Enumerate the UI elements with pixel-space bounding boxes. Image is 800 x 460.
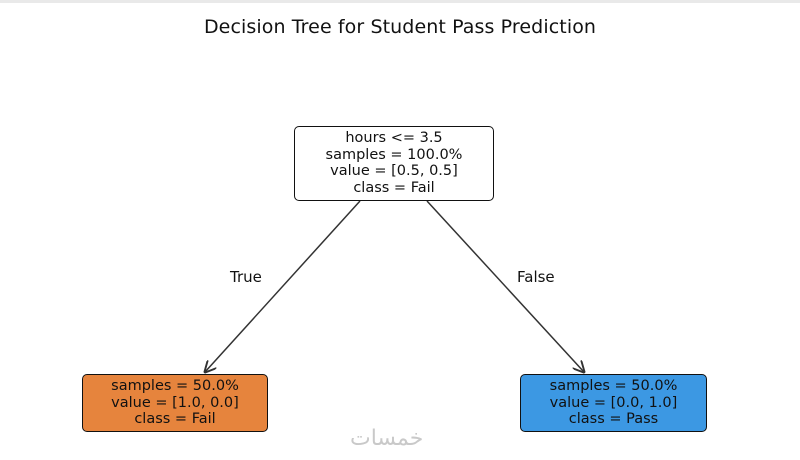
watermark-logo: خمسات: [350, 426, 424, 451]
root-value: value = [0.5, 0.5]: [330, 163, 458, 179]
top-border: [0, 0, 800, 3]
leaf-node-fail: samples = 50.0% value = [1.0, 0.0] class…: [82, 374, 268, 432]
edge-label-false: False: [517, 268, 555, 286]
left-value: value = [1.0, 0.0]: [111, 394, 239, 411]
edge-true: [205, 200, 361, 372]
root-node: hours <= 3.5 samples = 100.0% value = [0…: [294, 126, 494, 201]
root-class: class = Fail: [353, 179, 435, 196]
leaf-node-pass: samples = 50.0% value = [0.0, 1.0] class…: [520, 374, 707, 432]
left-class: class = Fail: [134, 411, 216, 427]
diagram-title: Decision Tree for Student Pass Predictio…: [203, 16, 597, 38]
edge-false: [426, 200, 584, 372]
right-class: class = Pass: [568, 411, 659, 427]
edge-label-true: True: [230, 268, 262, 286]
right-samples: samples = 50.0%: [549, 378, 678, 394]
right-value: value = [0.0, 1.0]: [549, 394, 678, 411]
root-split-rule: hours <= 3.5: [345, 130, 443, 146]
root-samples: samples = 100.0%: [325, 146, 463, 163]
left-samples: samples = 50.0%: [111, 378, 239, 394]
